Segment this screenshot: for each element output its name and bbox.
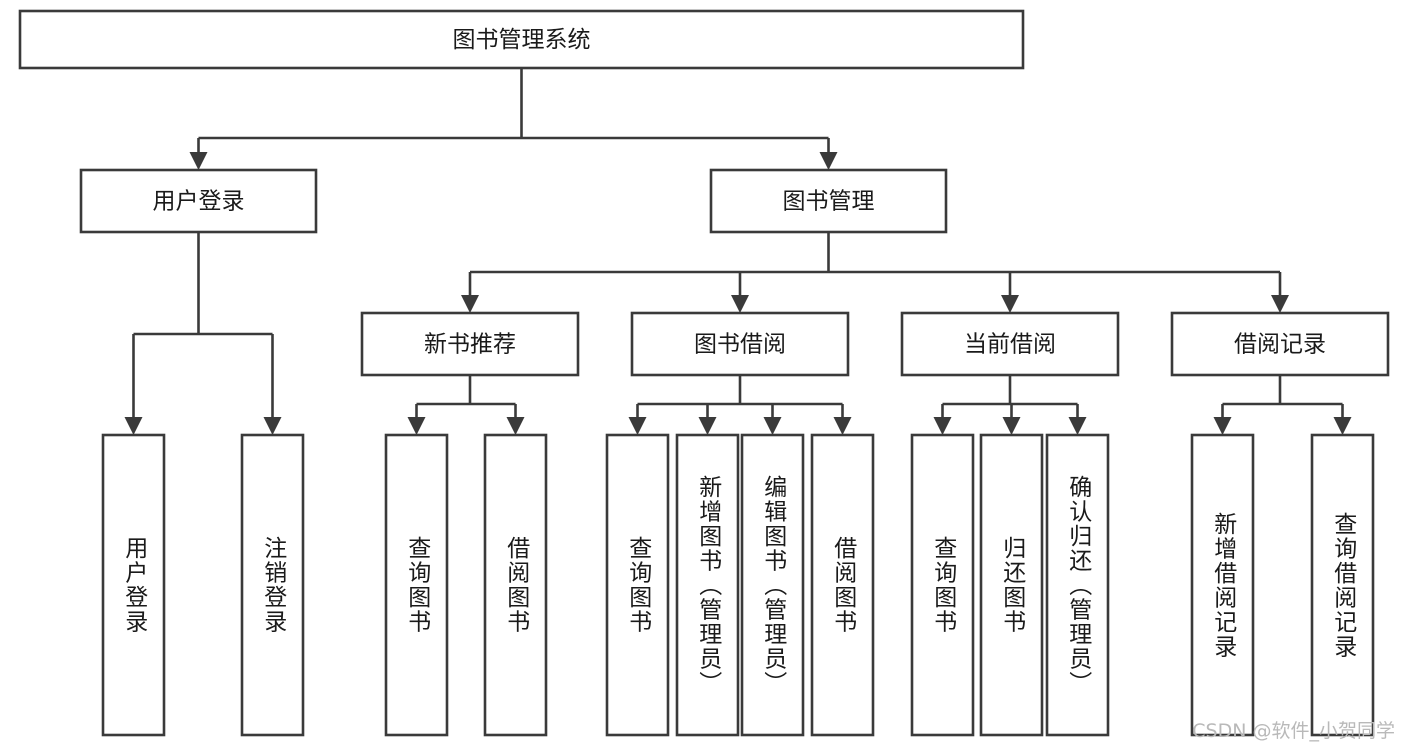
arrow-head-icon	[1213, 417, 1232, 435]
arrow-head-icon	[731, 295, 749, 313]
node-box-user-login[interactable]	[79, 168, 318, 234]
node-box-leaf-user-login[interactable]	[101, 433, 166, 737]
node-leaf-add-borrow-record[interactable]	[1190, 433, 1255, 737]
arrow-head-icon	[407, 417, 426, 435]
node-book-manage[interactable]: 图书管理	[709, 168, 948, 234]
arrow-head-icon	[124, 417, 143, 435]
node-label-borrow-record: 借阅记录	[1234, 332, 1326, 358]
node-new-book-recommend[interactable]: 新书推荐	[360, 311, 580, 377]
node-borrow-record[interactable]: 借阅记录	[1170, 311, 1390, 377]
node-label-root: 图书管理系统	[453, 27, 591, 53]
node-leaf-query-borrow-record[interactable]	[1310, 433, 1375, 737]
arrow-head-icon	[1271, 295, 1289, 313]
node-leaf-query-book-rec[interactable]	[384, 433, 449, 737]
arrow-head-icon	[763, 417, 782, 435]
arrow-head-icon	[263, 417, 282, 435]
node-label-new-book-recommend: 新书推荐	[424, 332, 516, 358]
node-label-user-login: 用户登录	[153, 189, 245, 215]
node-leaf-add-book-admin[interactable]	[675, 433, 740, 737]
arrow-head-icon	[1333, 417, 1352, 435]
arrow-head-icon	[506, 417, 525, 435]
node-leaf-query-book-current[interactable]	[910, 433, 975, 737]
node-leaf-borrow-book-rec[interactable]	[483, 433, 548, 737]
node-book-borrow[interactable]: 图书借阅	[630, 311, 850, 377]
node-box-leaf-query-book-borrow[interactable]	[605, 433, 670, 737]
node-leaf-query-book-borrow[interactable]	[605, 433, 670, 737]
node-leaf-return-book[interactable]	[979, 433, 1044, 737]
node-box-new-book-recommend[interactable]	[360, 311, 580, 377]
arrow-head-icon	[1002, 417, 1021, 435]
arrow-head-icon	[819, 152, 838, 170]
node-box-leaf-edit-book-admin[interactable]	[740, 433, 805, 737]
node-box-root[interactable]	[18, 9, 1025, 70]
arrow-head-icon	[628, 417, 647, 435]
node-box-leaf-return-book[interactable]	[979, 433, 1044, 737]
node-box-leaf-borrow-book[interactable]	[810, 433, 875, 737]
node-box-leaf-query-borrow-record[interactable]	[1310, 433, 1375, 737]
arrow-head-icon	[461, 295, 479, 313]
node-box-leaf-user-logout[interactable]	[240, 433, 305, 737]
node-box-leaf-add-borrow-record[interactable]	[1190, 433, 1255, 737]
node-box-leaf-query-book-rec[interactable]	[384, 433, 449, 737]
node-box-leaf-confirm-return-admin[interactable]	[1045, 433, 1110, 737]
node-leaf-confirm-return-admin[interactable]	[1045, 433, 1110, 737]
node-leaf-user-logout[interactable]	[240, 433, 305, 737]
node-box-leaf-query-book-current[interactable]	[910, 433, 975, 737]
arrow-head-icon	[189, 152, 208, 170]
node-label-current-borrow: 当前借阅	[964, 332, 1056, 358]
node-box-current-borrow[interactable]	[900, 311, 1120, 377]
arrow-head-icon	[1068, 417, 1087, 435]
node-leaf-edit-book-admin[interactable]	[740, 433, 805, 737]
node-box-leaf-borrow-book-rec[interactable]	[483, 433, 548, 737]
node-leaf-user-login[interactable]	[101, 433, 166, 737]
arrow-head-icon	[1001, 295, 1019, 313]
node-root[interactable]: 图书管理系统	[18, 9, 1025, 70]
arrow-head-icon	[933, 417, 952, 435]
arrow-head-icon	[698, 417, 717, 435]
node-label-book-borrow: 图书借阅	[694, 332, 786, 358]
node-current-borrow[interactable]: 当前借阅	[900, 311, 1120, 377]
node-box-leaf-add-book-admin[interactable]	[675, 433, 740, 737]
node-label-book-manage: 图书管理	[783, 189, 875, 215]
node-user-login[interactable]: 用户登录	[79, 168, 318, 234]
node-leaf-borrow-book[interactable]	[810, 433, 875, 737]
arrow-head-icon	[833, 417, 852, 435]
